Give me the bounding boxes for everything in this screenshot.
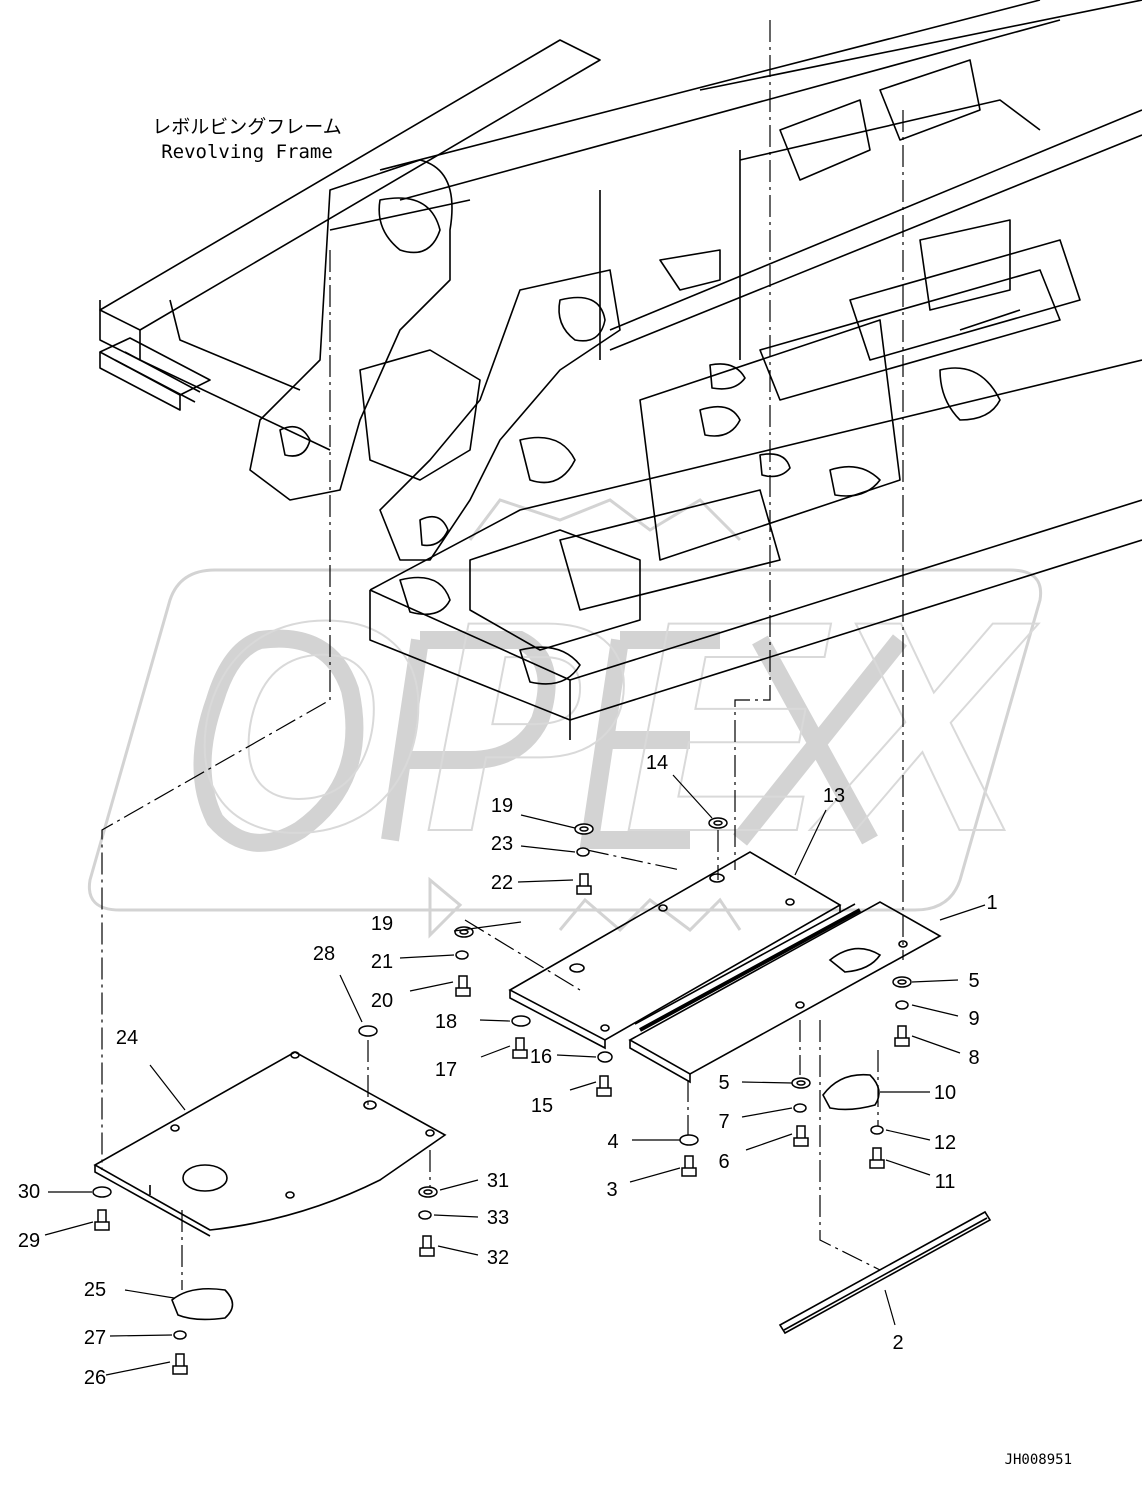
callout-4: 4 bbox=[607, 1131, 618, 1153]
callout-17: 17 bbox=[435, 1059, 457, 1081]
part-1-lower-cover bbox=[628, 901, 942, 1084]
callout-19b: 19 bbox=[371, 913, 393, 935]
callout-numbers: 1 2 3 4 5 5 6 7 8 9 10 11 12 13 14 15 16… bbox=[18, 752, 998, 1389]
drawing-number: JH008951 bbox=[1005, 1452, 1072, 1468]
callout-5a: 5 bbox=[968, 970, 979, 992]
callout-29: 29 bbox=[18, 1230, 40, 1252]
callout-14: 14 bbox=[646, 752, 668, 774]
part-10-cover bbox=[822, 1073, 880, 1111]
callout-1: 1 bbox=[986, 892, 997, 914]
callout-leaders bbox=[44, 774, 986, 1376]
part-25-cover bbox=[171, 1287, 234, 1321]
callout-26: 26 bbox=[84, 1367, 106, 1389]
callout-28: 28 bbox=[313, 943, 335, 965]
callout-16: 16 bbox=[530, 1046, 552, 1068]
callout-27: 27 bbox=[84, 1327, 106, 1349]
callout-25: 25 bbox=[84, 1279, 106, 1301]
opex-watermark bbox=[87, 498, 1043, 939]
callout-22: 22 bbox=[491, 872, 513, 894]
callout-2: 2 bbox=[892, 1332, 903, 1354]
callout-9: 9 bbox=[968, 1008, 979, 1030]
fasteners bbox=[92, 817, 912, 1375]
part-24-left-cover bbox=[93, 1051, 447, 1237]
watermark-text: OPEX bbox=[190, 558, 1039, 894]
frame-label-english: Revolving Frame bbox=[161, 141, 333, 163]
revolving-frame bbox=[99, 0, 1142, 740]
callout-18: 18 bbox=[435, 1011, 457, 1033]
callout-3: 3 bbox=[606, 1179, 617, 1201]
callout-10: 10 bbox=[934, 1082, 956, 1104]
callout-31: 31 bbox=[487, 1170, 509, 1192]
callout-8: 8 bbox=[968, 1047, 979, 1069]
callout-21: 21 bbox=[371, 951, 393, 973]
callout-5b: 5 bbox=[718, 1072, 729, 1094]
callout-15: 15 bbox=[531, 1095, 553, 1117]
callout-11: 11 bbox=[935, 1171, 956, 1193]
callout-13: 13 bbox=[823, 785, 845, 807]
frame-label-japanese: レボルビングフレーム bbox=[152, 116, 341, 138]
callout-12: 12 bbox=[934, 1132, 956, 1154]
callout-20: 20 bbox=[371, 990, 393, 1012]
callout-33: 33 bbox=[487, 1207, 509, 1229]
callout-23: 23 bbox=[491, 833, 513, 855]
callout-32: 32 bbox=[487, 1247, 509, 1269]
callout-24: 24 bbox=[116, 1027, 138, 1049]
callout-30: 30 bbox=[18, 1181, 40, 1203]
callout-6: 6 bbox=[718, 1151, 729, 1173]
part-13-upper-cover bbox=[508, 851, 842, 1050]
callout-19a: 19 bbox=[491, 795, 513, 817]
part-2-seal-strip bbox=[778, 1210, 992, 1335]
callout-7: 7 bbox=[718, 1111, 729, 1133]
